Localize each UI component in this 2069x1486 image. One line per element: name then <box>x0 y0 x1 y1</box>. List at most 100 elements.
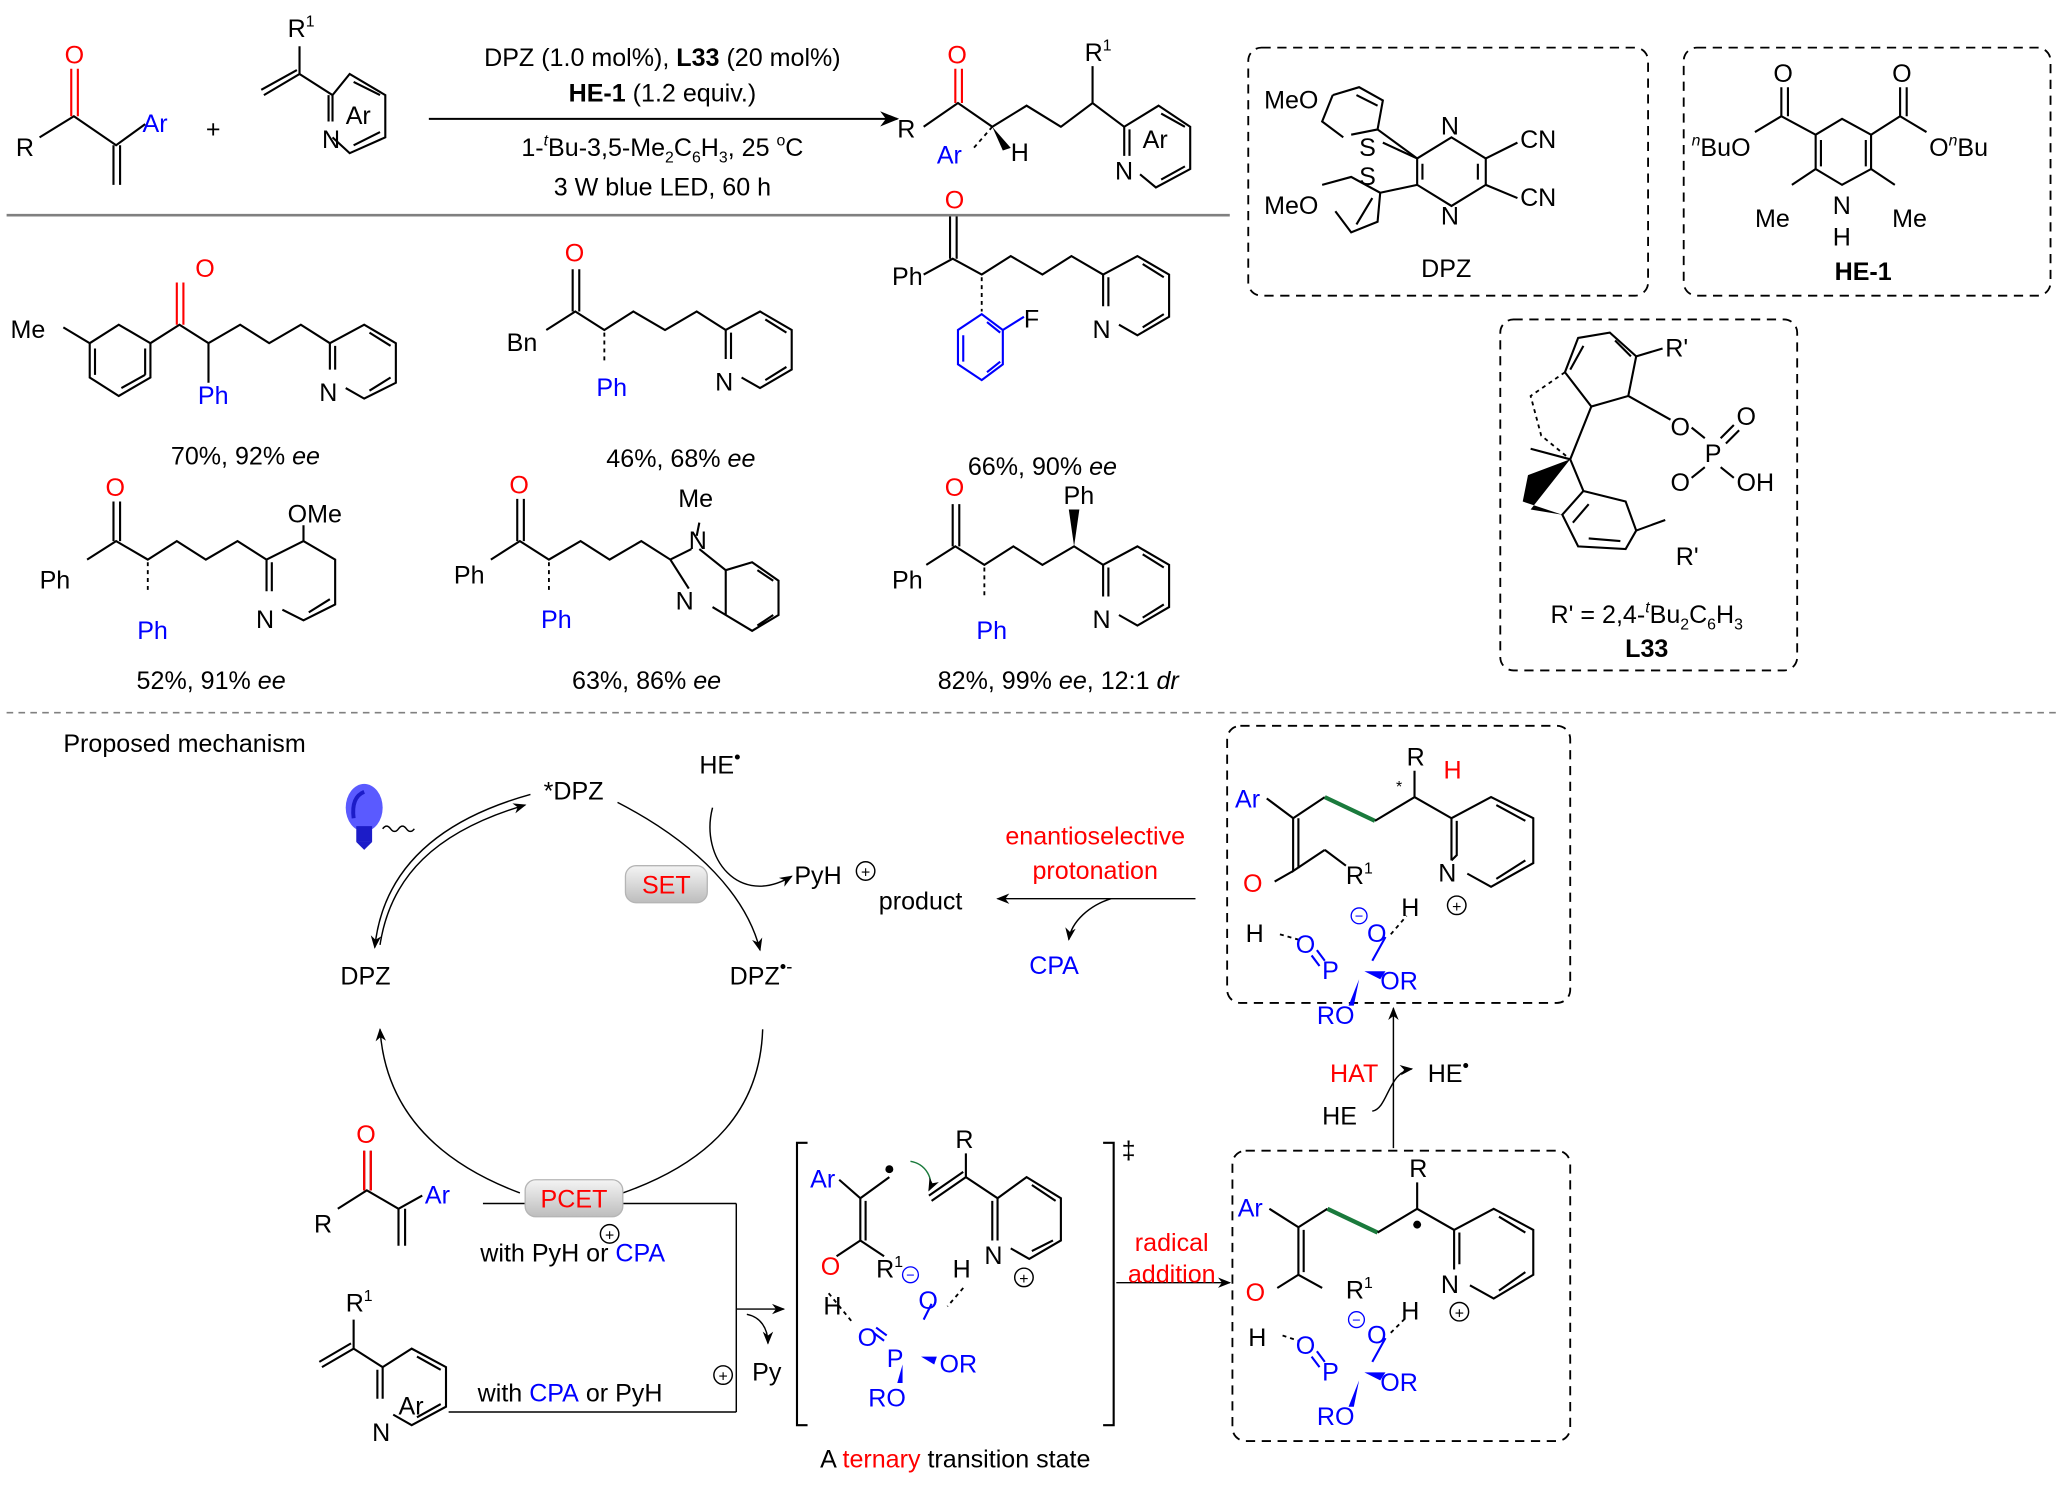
label-O: O <box>356 1121 376 1149</box>
svg-text:O: O <box>1296 931 1316 959</box>
scope-yield: 66%, 90% ee <box>968 453 1117 481</box>
dpz-structure-box: MeO MeO S S N N CN CN DPZ <box>1247 46 1649 297</box>
svg-text:+: + <box>718 1369 727 1386</box>
label-R1: R1 <box>346 1288 373 1318</box>
svg-text:OR: OR <box>939 1350 977 1378</box>
label-n: N <box>676 588 694 616</box>
svg-text:O: O <box>1243 870 1262 898</box>
pcet-substrate-vinylpyridine: R1 N Ar with CPA or PyH + <box>318 1288 737 1447</box>
svg-text:Ar: Ar <box>1238 1195 1263 1223</box>
label-me: Me <box>11 316 46 344</box>
substrate-vinylpyridine: R1 N Ar <box>260 14 387 155</box>
dagger-symbol: ‡ <box>1122 1137 1136 1165</box>
conditions-line-4: 3 W blue LED, 60 h <box>554 173 771 201</box>
label-ph: Ph <box>541 606 572 634</box>
label-o: O <box>509 472 528 500</box>
l33-definition: R' = 2,4-tBu2C6H3 <box>1551 599 1744 633</box>
svg-text:Ar: Ar <box>810 1166 835 1194</box>
label-H: H <box>1011 139 1029 167</box>
l33-name: L33 <box>1625 635 1668 663</box>
scope-yield: 70%, 92% ee <box>171 443 320 471</box>
label-o-1: O <box>1671 414 1691 442</box>
label-ph: Ph <box>892 263 923 291</box>
label-n: N <box>1833 192 1851 220</box>
svg-text:H: H <box>1246 920 1264 948</box>
svg-text:H: H <box>823 1292 841 1320</box>
label-N: N <box>372 1419 390 1447</box>
label-n: N <box>1093 316 1111 344</box>
svg-text:H: H <box>1248 1324 1266 1352</box>
plus-charge-icon <box>1446 895 1467 916</box>
label-N: N <box>322 126 340 154</box>
label-oh: OH <box>1736 469 1774 497</box>
label-meo-1: MeO <box>1264 86 1318 114</box>
svg-text:R: R <box>1409 1155 1427 1183</box>
svg-text:O: O <box>821 1253 840 1281</box>
he1-name: HE-1 <box>1835 258 1892 286</box>
conditions-line-2: HE-1 (1.2 equiv.) <box>569 80 757 108</box>
with-pyh-or-cpa: with PyH or CPA <box>479 1240 665 1268</box>
label-ph: Ph <box>892 567 923 595</box>
protonated-intermediate-box: Ar O H R1 R * H N H + O − O P OR RO <box>1226 724 1572 1030</box>
svg-text:H: H <box>953 1255 971 1283</box>
label-O: O <box>947 41 967 69</box>
conditions-line-1: DPZ (1.0 mol%), L33 (20 mol%) <box>484 44 841 72</box>
svg-text:−: − <box>1355 909 1363 925</box>
ground-dpz: DPZ <box>340 962 390 990</box>
dpz-name: DPZ <box>1421 255 1471 283</box>
label-me-2: Me <box>1892 205 1927 233</box>
svg-text:+: + <box>861 865 870 882</box>
minus-charge-icon <box>901 1266 920 1284</box>
ts-caption: A ternary transition state <box>820 1445 1090 1473</box>
pcet-substrate-ketone: DPZ R O Ar PCET with PyH or CPA + <box>314 1121 738 1412</box>
svg-text:+: + <box>1455 1305 1464 1322</box>
svg-text:R: R <box>955 1126 973 1154</box>
label-o: O <box>945 187 965 215</box>
label-ph: Ph <box>976 617 1007 645</box>
svg-text:OR: OR <box>1380 1369 1418 1397</box>
scope-yield: 52%, 91% ee <box>137 667 286 695</box>
ts-entry-arrow: Py <box>736 1303 786 1386</box>
label-R1: R1 <box>1085 37 1112 67</box>
label-o: O <box>565 239 585 267</box>
plus-sign: + <box>206 115 221 143</box>
label-s-1: S <box>1359 134 1376 162</box>
label-ph: Ph <box>454 561 485 589</box>
plus-charge-icon <box>855 861 876 881</box>
svg-text:RO: RO <box>868 1385 906 1413</box>
scope-grid: Me O Ph N 70%, 92% ee Bn O Ph N 46%, 68%… <box>11 187 1181 695</box>
minus-charge-icon <box>1347 1311 1366 1329</box>
svg-text:R1: R1 <box>1346 861 1373 891</box>
label-nbuo: nBuO <box>1692 132 1751 162</box>
svg-text:SET: SET <box>642 871 691 899</box>
he1-structure-box: O O nBuO OnBu Me Me N H HE-1 <box>1682 46 2052 297</box>
conditions-line-3: 1-tBu-3,5-Me2C6H3, 25 oC <box>521 132 803 166</box>
l33-structure-box: R' R' O O P O OH R' = 2,4-tBu2C6H3 L33 <box>1499 318 1799 672</box>
svg-text:+: + <box>605 1227 614 1244</box>
protonation-step: enantioselective protonation product CPA <box>879 823 1196 980</box>
pyh-plus: PyH <box>794 862 841 890</box>
label-Ar: Ar <box>937 142 962 170</box>
svg-text:P: P <box>1322 957 1339 985</box>
product-label: product <box>879 887 963 915</box>
protonation-label: protonation <box>1032 857 1157 885</box>
label-o-1: O <box>1773 60 1793 88</box>
label-me: Me <box>678 485 713 513</box>
svg-text:O: O <box>1296 1332 1316 1360</box>
radical-label: radical <box>1135 1229 1209 1257</box>
label-h: H <box>1833 224 1851 252</box>
svg-text:P: P <box>887 1345 904 1373</box>
svg-text:Ar: Ar <box>1235 786 1260 814</box>
label-meo-2: MeO <box>1264 192 1318 220</box>
hat-label: HAT <box>1330 1060 1378 1088</box>
label-o-2: O <box>1671 469 1691 497</box>
svg-text:O: O <box>858 1324 878 1352</box>
svg-text:*: * <box>1396 779 1402 796</box>
label-N: N <box>1115 158 1133 186</box>
svg-text:OR: OR <box>1380 968 1418 996</box>
pcet-badge: PCET <box>524 1179 624 1218</box>
label-n-1: N <box>1441 113 1459 141</box>
label-Ar: Ar <box>398 1393 423 1421</box>
plus-charge-icon <box>1013 1267 1034 1288</box>
